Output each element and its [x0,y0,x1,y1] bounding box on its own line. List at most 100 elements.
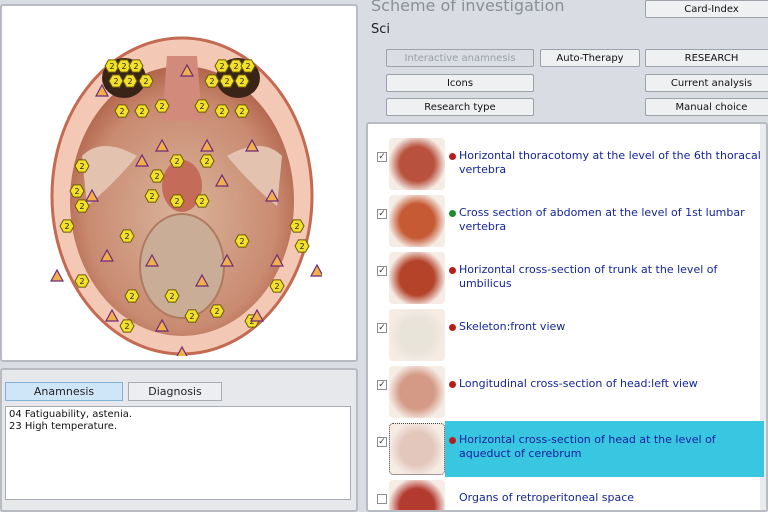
list-item-checkbox[interactable] [377,494,387,504]
marker-triangle-icon [179,63,195,77]
marker-label: 2 [79,162,84,171]
marker-triangle-icon [94,83,110,97]
list-item-label[interactable]: Horizontal cross-section of trunk at the… [459,263,718,290]
icons-button[interactable]: Icons [386,74,534,92]
marker-label: 2 [189,312,194,321]
marker-hex-icon [119,229,135,243]
marker-label: 2 [154,172,159,181]
list-item[interactable]: ✓ Horizontal cross-section of head at the… [368,421,764,479]
marker-triangle-icon [309,263,322,277]
tab-diagnosis[interactable]: Diagnosis [128,382,222,401]
marker-label: 2 [149,192,154,201]
card-index-button[interactable]: Card-Index [645,0,768,18]
marker-hex-icon [144,189,160,203]
list-scrollbar[interactable] [760,124,766,510]
scan-image-panel[interactable]: 2222222222222222222222222222222222222222 [0,4,358,362]
list-item-label[interactable]: Cross section of abdomen at the level of… [459,206,745,233]
marker-label: 2 [113,77,118,86]
marker-label: 2 [245,62,250,71]
marker-label: 2 [124,232,129,241]
list-item[interactable]: ✓ Longitudinal cross-section of head:left… [368,366,764,422]
list-item-checkbox[interactable]: ✓ [377,266,387,276]
list-item[interactable]: ✓ Skeleton:front view [368,309,764,365]
marker-hex-icon [194,194,210,208]
list-item[interactable]: ✓ Cross section of abdomen at the level o… [368,195,764,251]
list-item-label[interactable]: Horizontal thoracotomy at the level of t… [459,149,761,176]
marker-hex-icon [234,234,250,248]
list-item-thumbnail[interactable] [389,309,445,361]
marker-label: 2 [204,157,209,166]
marker-hex-icon [199,154,215,168]
list-item-label[interactable]: Skeleton:front view [459,320,566,333]
list-item-label-area[interactable]: Horizontal thoracotomy at the level of t… [445,148,764,178]
list-item-label-area[interactable]: Organs of retroperitoneal space [445,490,764,506]
marker-triangle-icon [194,273,210,287]
list-item-checkbox[interactable]: ✓ [377,437,387,447]
auto-therapy-button[interactable]: Auto-Therapy [540,49,640,67]
list-item-thumbnail[interactable] [389,252,445,304]
brain-cross-section-image[interactable]: 2222222222222222222222222222222222222222 [42,26,322,356]
list-item[interactable]: ✓ Horizontal thoracotomy at the level of … [368,138,764,194]
marker-label: 2 [174,197,179,206]
marker-label: 2 [219,107,224,116]
marker-layer: 2222222222222222222222222222222222222222 [49,59,322,356]
marker-triangle-icon [49,268,65,282]
list-item-checkbox[interactable]: ✓ [377,152,387,162]
marker-hex-icon [154,99,170,113]
marker-hex-icon [69,184,85,198]
marker-label: 2 [133,62,138,71]
list-item-label-area[interactable]: Skeleton:front view [445,319,764,335]
page-title: Scheme of investigation [371,0,565,15]
marker-hex-icon [134,104,150,118]
current-analysis-button[interactable]: Current analysis [645,74,768,92]
marker-hex-icon [234,74,250,88]
note-line: 23 High temperature. [9,421,118,432]
marker-hex-icon [294,239,310,253]
status-dot-icon [449,210,456,217]
marker-hex-icon [289,219,305,233]
marker-label: 2 [159,102,164,111]
marker-hex-icon [219,74,235,88]
list-item-label-area[interactable]: Horizontal cross-section of trunk at the… [445,262,764,292]
list-item-thumbnail[interactable] [389,138,445,190]
list-item-label[interactable]: Horizontal cross-section of head at the … [459,433,716,460]
marker-label: 2 [124,322,129,331]
list-item-thumbnail[interactable] [389,423,445,475]
interactive-anamnesis-button[interactable]: Interactive anamnesis [386,49,534,67]
list-item-label-area[interactable]: Horizontal cross-section of head at the … [445,421,764,477]
research-button[interactable]: RESEARCH [645,49,768,67]
marker-label: 2 [121,62,126,71]
anamnesis-notes-text[interactable]: 04 Fatiguability, astenia. 23 High tempe… [5,406,351,500]
list-item-checkbox[interactable]: ✓ [377,323,387,333]
marker-label: 2 [219,62,224,71]
patient-info-panel: Anamnesis Diagnosis 04 Fatiguability, as… [0,368,358,512]
list-item[interactable]: ✓ Horizontal cross-section of trunk at th… [368,252,764,308]
list-item-checkbox[interactable]: ✓ [377,380,387,390]
tab-anamnesis[interactable]: Anamnesis [5,382,123,401]
marker-hex-icon [228,59,244,73]
marker-triangle-icon [154,138,170,152]
list-item-label[interactable]: Organs of retroperitoneal space [459,491,635,504]
research-list[interactable]: ✓ Horizontal thoracotomy at the level of … [366,122,768,512]
marker-hex-icon [119,319,135,333]
marker-hex-icon [116,59,132,73]
list-item-label[interactable]: Longitudinal cross-section of head:left … [459,377,698,390]
marker-hex-icon [194,99,210,113]
list-item-label-area[interactable]: Longitudinal cross-section of head:left … [445,376,764,392]
marker-hex-icon [234,104,250,118]
marker-label: 2 [174,157,179,166]
list-item-thumbnail[interactable] [389,195,445,247]
marker-label: 2 [199,197,204,206]
list-item-thumbnail[interactable] [389,366,445,418]
manual-choice-button[interactable]: Manual choice [645,98,768,116]
list-item[interactable]: Organs of retroperitoneal space [368,480,764,510]
marker-triangle-icon [134,153,150,167]
marker-label: 2 [209,77,214,86]
research-type-button[interactable]: Research type [386,98,534,116]
marker-label: 2 [239,237,244,246]
list-item-thumbnail[interactable] [389,480,445,510]
list-item-label-area[interactable]: Cross section of abdomen at the level of… [445,205,764,235]
marker-triangle-icon [219,253,235,267]
list-item-checkbox[interactable]: ✓ [377,209,387,219]
marker-hex-icon [240,59,256,73]
